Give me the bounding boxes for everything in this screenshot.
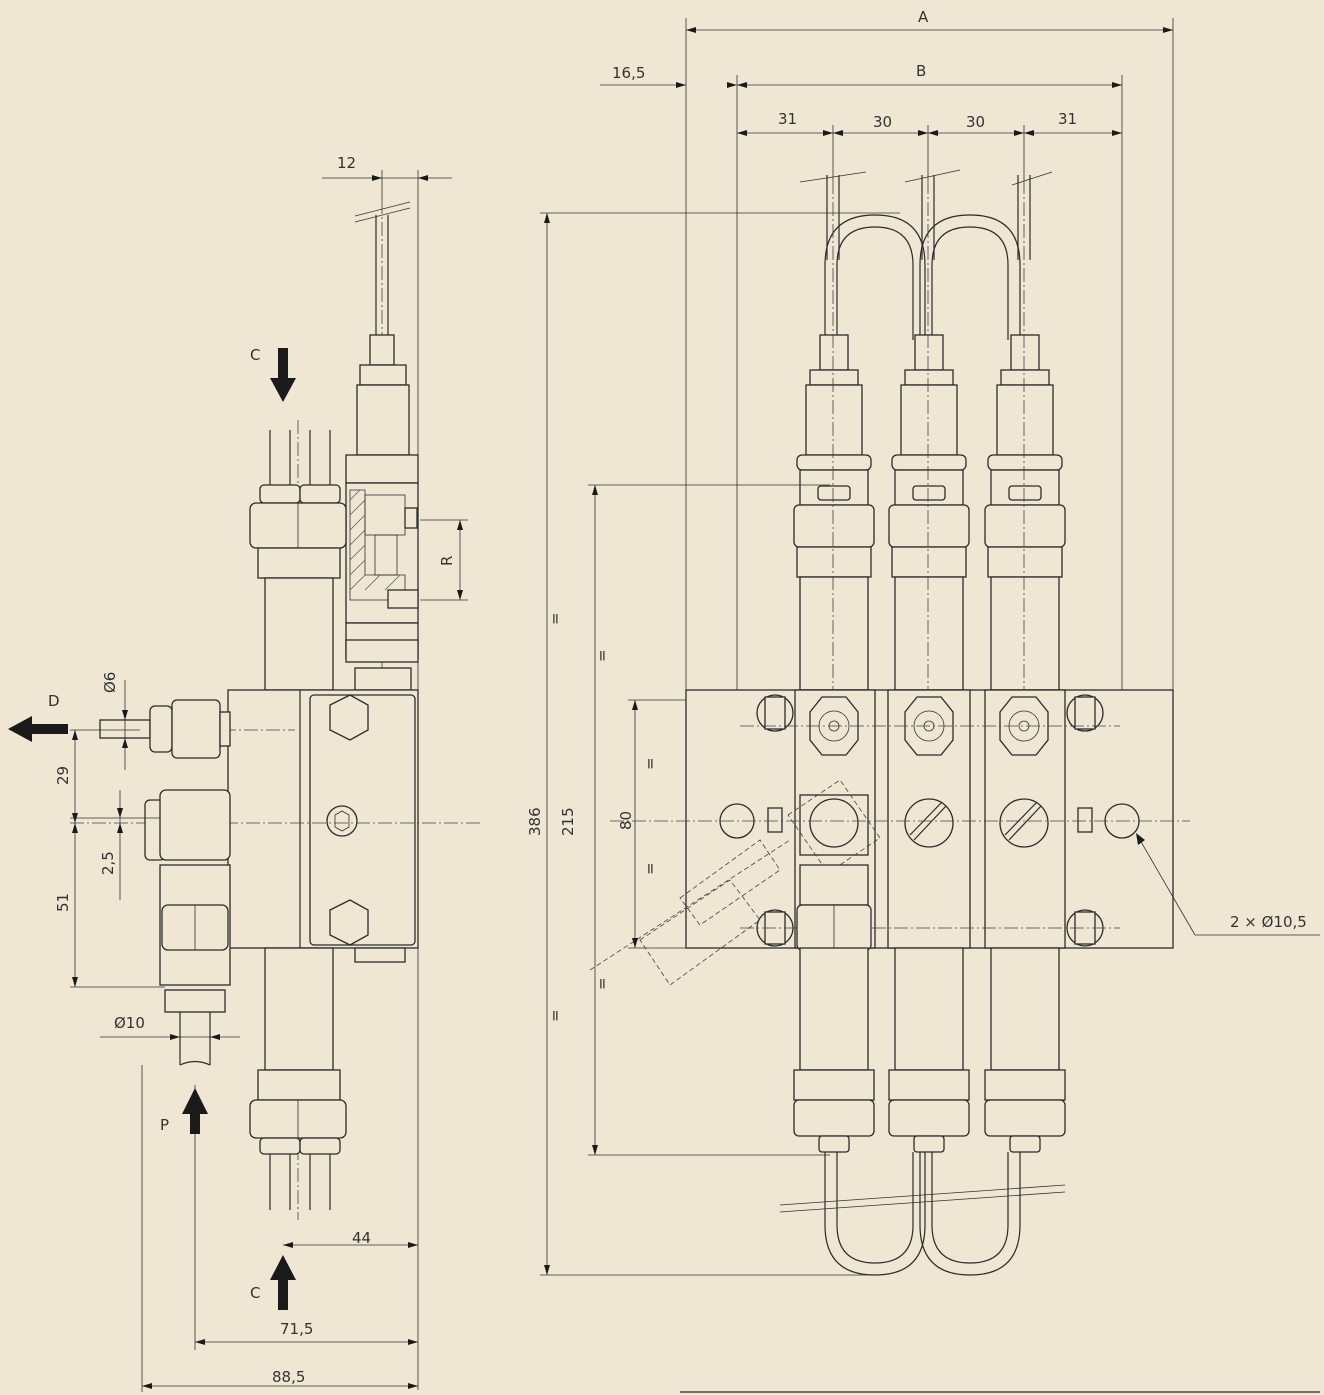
dim-16-5: 16,5 — [612, 64, 645, 82]
label-d: D — [48, 692, 60, 710]
dim-holes: 2 × Ø10,5 — [1230, 913, 1307, 931]
arrow-d — [8, 716, 68, 742]
dim-386: 386 — [526, 807, 544, 836]
arrow-c-bottom — [270, 1255, 296, 1310]
side-view — [8, 170, 480, 1392]
dim-d10: Ø10 — [114, 1014, 145, 1032]
equal-mark-1: = — [546, 612, 564, 625]
dim-2-5: 2,5 — [99, 851, 117, 875]
label-c-bottom: C — [250, 1284, 260, 1302]
arrow-p — [182, 1088, 208, 1134]
equal-mark-3: = — [593, 649, 611, 662]
dim-51: 51 — [54, 893, 72, 912]
dim-31-right: 31 — [1058, 110, 1077, 128]
dim-88-5: 88,5 — [272, 1368, 305, 1386]
dim-215: 215 — [559, 807, 577, 836]
dim-31-left: 31 — [778, 110, 797, 128]
dim-30-right: 30 — [966, 113, 985, 131]
arrow-c-top — [270, 348, 296, 402]
dim-A: A — [918, 8, 929, 26]
dim-80: 80 — [617, 811, 635, 830]
dim-d6: Ø6 — [101, 672, 119, 693]
equal-mark-6: = — [641, 862, 659, 875]
dim-29: 29 — [54, 766, 72, 785]
front-view — [540, 18, 1320, 1393]
equal-mark-4: = — [593, 977, 611, 990]
dim-44: 44 — [352, 1229, 371, 1247]
label-p: P — [160, 1116, 169, 1134]
dim-B: B — [916, 62, 926, 80]
label-c-top: C — [250, 346, 260, 364]
equal-mark-5: = — [641, 757, 659, 770]
equal-mark-2: = — [546, 1009, 564, 1022]
dimension-labels: A B 16,5 31 30 30 31 12 C C D P Ø10 44 7… — [48, 8, 1307, 1386]
dim-71-5: 71,5 — [280, 1320, 313, 1338]
dim-12: 12 — [337, 154, 356, 172]
label-r: R — [438, 556, 456, 566]
dim-30-left: 30 — [873, 113, 892, 131]
